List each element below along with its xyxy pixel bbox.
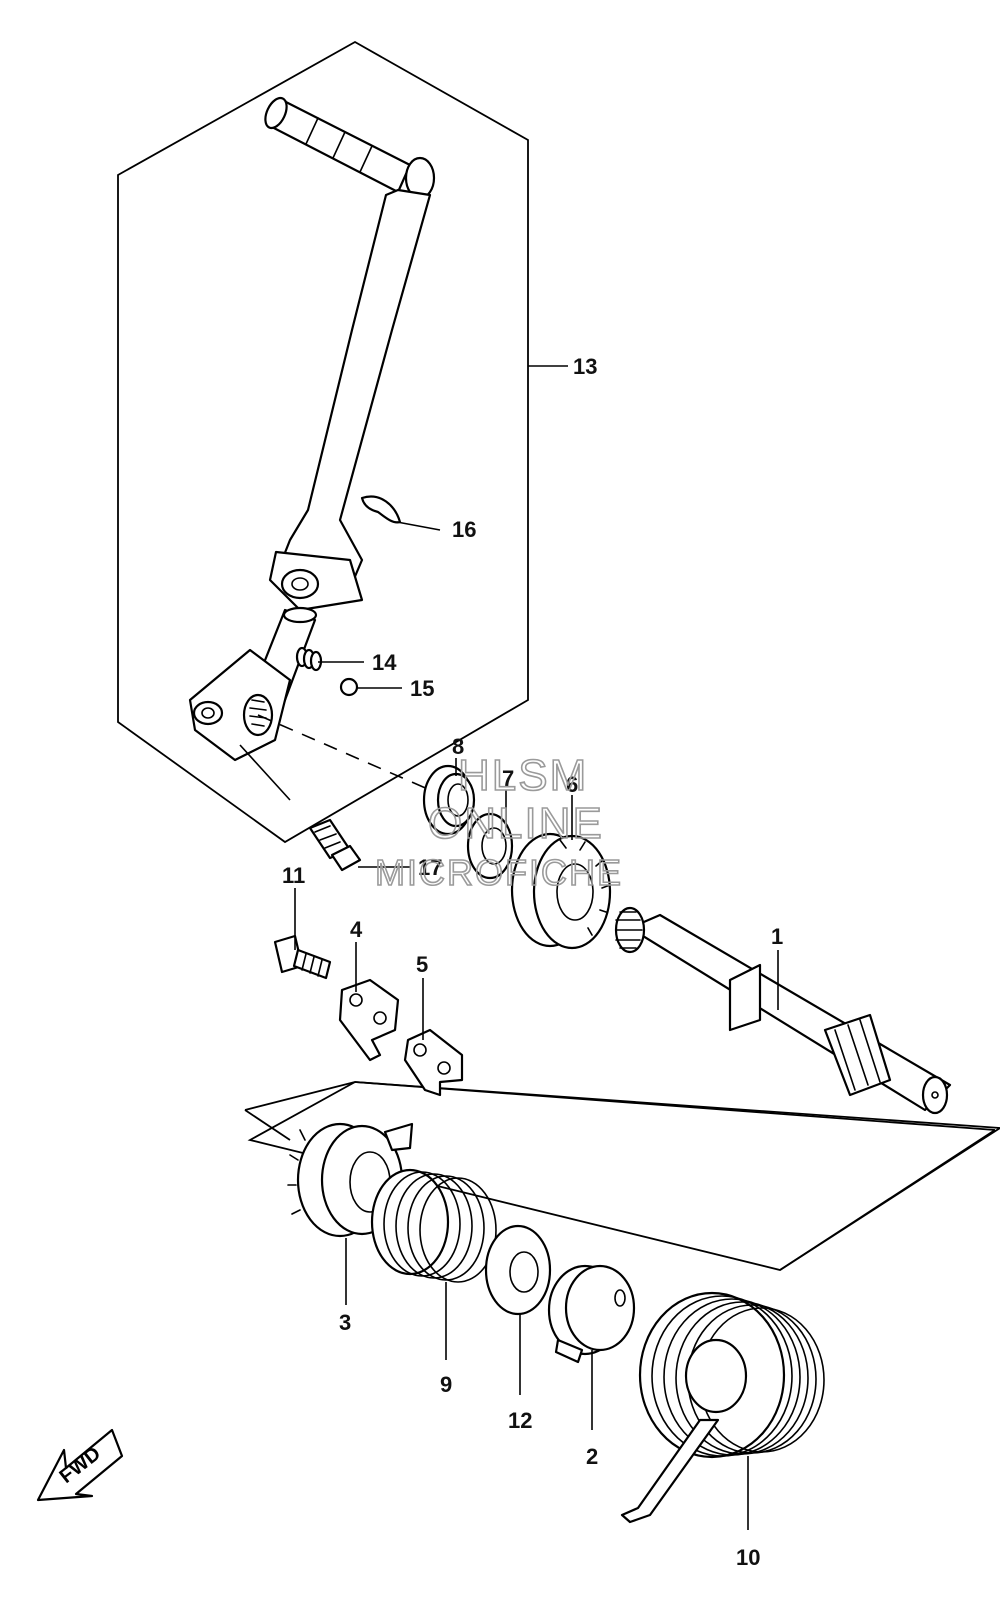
callout-3: 3 — [339, 1310, 351, 1335]
spring-14 — [295, 646, 323, 672]
callout-15: 15 — [410, 676, 434, 701]
washer-12 — [484, 1224, 552, 1316]
kick-lever-shaft — [188, 606, 318, 762]
watermark-line-1: HLSM — [458, 751, 588, 800]
callout-7: 7 — [502, 766, 514, 791]
callout-4: 4 — [350, 917, 363, 942]
watermark-line-3: MICROFICHE — [375, 852, 623, 893]
kick-lever — [264, 96, 436, 612]
callout-6: 6 — [566, 772, 578, 797]
kick-drive-gear-6 — [510, 832, 612, 950]
spring-9 — [370, 1168, 497, 1283]
callout-11: 11 — [282, 863, 305, 888]
callout-12: 12 — [508, 1408, 532, 1433]
callout-8: 8 — [452, 734, 464, 759]
callout-16: 16 — [452, 517, 476, 542]
watermark-line-2: ONLINE — [428, 799, 604, 848]
fwd-arrow-icon: FWD — [36, 1428, 124, 1502]
washer-7 — [466, 812, 514, 880]
circlip-16 — [360, 495, 402, 524]
callout-9: 9 — [440, 1372, 452, 1397]
spring-guide-2 — [547, 1264, 636, 1364]
callout-13: 13 — [573, 354, 597, 379]
bolt-17 — [308, 818, 362, 872]
watermark: HLSM ONLINE MICROFICHE — [374, 750, 623, 894]
callout-5: 5 — [416, 952, 428, 977]
callout-17: 17 — [418, 855, 442, 880]
callout-10: 10 — [736, 1545, 760, 1570]
callout-1: 1 — [771, 924, 783, 949]
stopper-plate-4 — [338, 978, 400, 1062]
return-spring-10 — [620, 1291, 825, 1524]
ball-15 — [339, 677, 359, 697]
kick-shaft-1 — [614, 906, 952, 1115]
oil-seal-8 — [422, 764, 476, 836]
callout-2: 2 — [586, 1444, 598, 1469]
kick-lever-assembly-frame — [117, 40, 529, 844]
callout-14: 14 — [372, 650, 397, 675]
stopper-plate-5 — [403, 1028, 464, 1097]
bolt-11 — [273, 934, 332, 980]
